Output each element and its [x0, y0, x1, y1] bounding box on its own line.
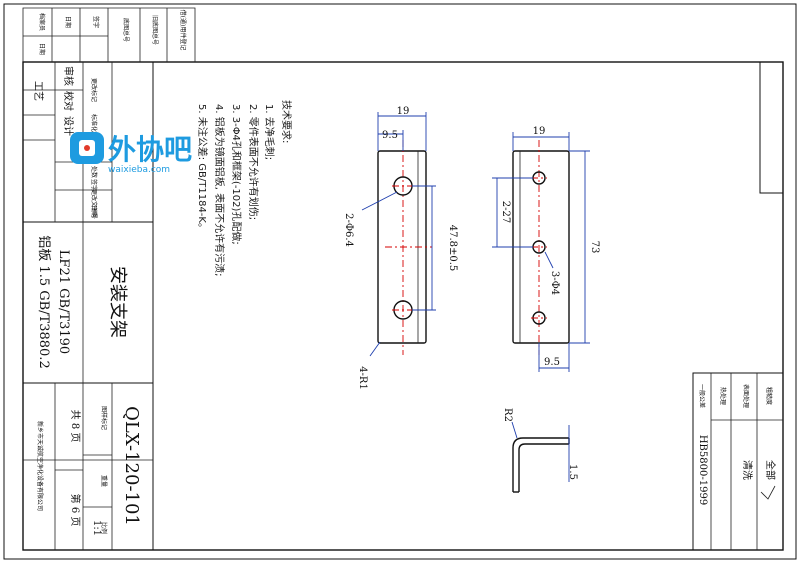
dim-hole-spacing: 47.8±0.5	[447, 225, 458, 272]
revision-change-doc-label: 更改文件号	[90, 189, 98, 219]
watermark-url: waixieba.com	[108, 165, 170, 175]
surface-treatment-label: 表面处理	[742, 384, 750, 408]
tech-requirement-4: 4. 铝板为镜面铝板, 表面不允许有污渍;	[213, 104, 226, 276]
revision-date-label: 日期	[90, 205, 98, 217]
dim-width-view1: 19	[397, 106, 410, 117]
general-tolerance-value: HB5800-1999	[697, 435, 708, 505]
dim-offset-view2: 9.5	[544, 357, 560, 368]
section-outer-profile	[512, 437, 569, 492]
scale-value: 1:1	[91, 520, 102, 536]
roughness-label: 粗糙度	[765, 387, 773, 405]
dim-thickness: 1.5	[567, 464, 578, 480]
dim-width-view2: 19	[533, 126, 546, 137]
outer-border	[3, 3, 797, 560]
company-name: 新乡市天诚航空净化设备有限公司	[36, 421, 44, 511]
view-1: 19 9.5 47.8±0.5 2-Φ6.4 4-R1	[343, 106, 458, 390]
dim-bend-radius: R2	[502, 408, 513, 422]
revision-check-label: 校对	[62, 91, 75, 111]
tech-requirement-5: 5. 未注公差: GB/T1184-K。	[196, 104, 209, 233]
tech-requirement-2: 2. 零件表面不允许有划伤;	[247, 104, 260, 220]
top-cell-signature: 签字	[92, 16, 100, 28]
revision-count-label: 处数	[90, 166, 98, 178]
revision-process-label: 工艺	[32, 81, 44, 101]
revision-design-label: 设计	[62, 116, 75, 136]
weight-label: 重量	[100, 475, 108, 487]
top-cell-date-1: 日期	[38, 43, 46, 55]
dim-hole-callout: 2-Φ6.4	[343, 213, 354, 247]
drawing-mark-label: 图样标记	[100, 406, 108, 430]
inner-frame	[22, 61, 784, 551]
top-cell-base-drawing-no: 底图总号	[122, 18, 130, 42]
revision-review-label: 审核	[62, 66, 75, 86]
scale-label: 比例	[100, 522, 108, 534]
view-3-section: R2 1.5	[502, 408, 578, 493]
technical-requirements: 技术要求: 1. 去净毛刺; 2. 零件表面不允许有划伤; 3. 3-Φ4孔和框…	[196, 100, 293, 276]
part-name: 安装支架	[107, 266, 128, 338]
section-inner-profile	[518, 443, 569, 492]
corner-mark	[759, 62, 783, 194]
revision-signature-label: 签字	[90, 179, 98, 191]
revision-standardization-label: 标准化	[90, 114, 98, 132]
top-cell-old-base-drawing-no: 旧底图总号	[151, 15, 159, 45]
material-line-2: LF21 GB/T3190	[56, 250, 71, 354]
tech-requirements-title: 技术要求:	[280, 100, 293, 143]
dim-offset-view1: 9.5	[382, 130, 398, 141]
roughness-value: 全部	[764, 460, 777, 480]
dim-holes-view2: 3-Φ4	[549, 271, 560, 295]
left-title-block	[23, 62, 154, 550]
material-line-1: 铝板 1.5 GB/T3880.2	[36, 235, 51, 368]
top-cell-archivist: 档案员	[38, 13, 46, 31]
top-margin-frame	[22, 7, 196, 62]
watermark-brand: 外协吧	[108, 133, 192, 166]
general-tolerance-label: 一般公差	[698, 384, 706, 408]
page-number: 第 6 页	[69, 494, 82, 527]
view-2: 19 2-27 73 3-Φ4 9.5	[492, 126, 600, 372]
revision-change-mark-label: 更改标记	[90, 78, 98, 102]
tech-requirement-1: 1. 去净毛刺;	[263, 104, 276, 160]
top-margin-block: 档案员 日期 日期 签字 底图总号 旧底图总号 借(通)用件登记	[23, 8, 187, 62]
top-cell-borrowed-parts: 借(通)用件登记	[179, 10, 187, 51]
dim-length: 73	[589, 241, 600, 254]
drawing-number: QLX-120-101	[121, 406, 142, 526]
heat-treatment-label: 热处理	[719, 387, 727, 405]
roughness-symbol-icon	[760, 485, 776, 500]
tech-requirement-3: 3. 3-Φ4孔和框架(-102)孔配做;	[230, 104, 243, 245]
total-pages: 共 8 页	[69, 410, 81, 443]
watermark: 外协吧 waixieba.com	[70, 132, 192, 175]
dim-pitch: 2-27	[500, 201, 511, 223]
dim-corner-radius: 4-R1	[357, 366, 368, 390]
top-cell-date-2: 日期	[64, 16, 72, 28]
surface-block: 粗糙度 全部 表面处理 清洗 热处理 一般公差 HB5800-1999	[692, 372, 784, 551]
surface-treatment-value: 清洗	[741, 460, 754, 480]
